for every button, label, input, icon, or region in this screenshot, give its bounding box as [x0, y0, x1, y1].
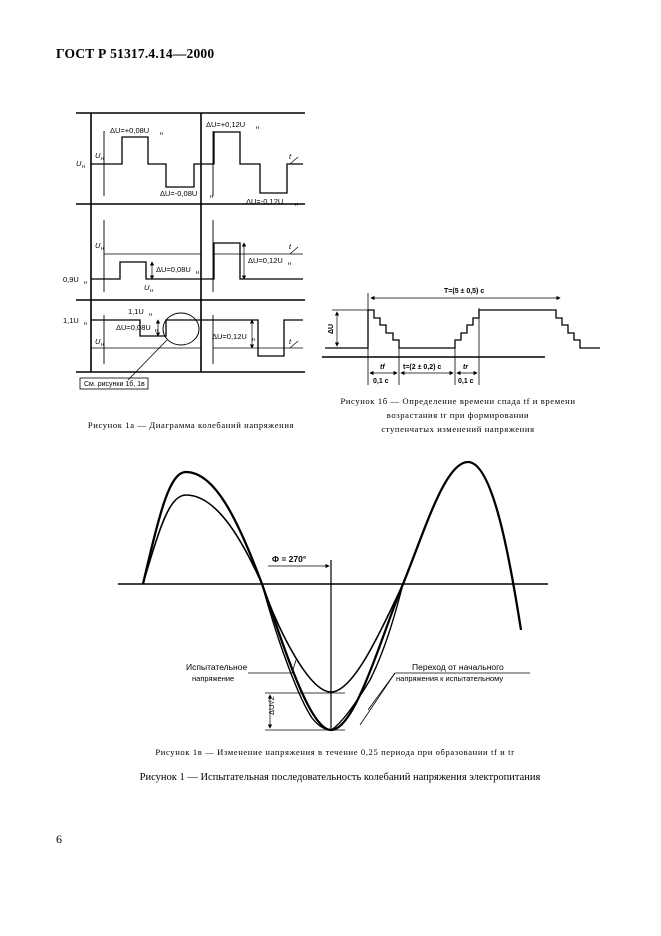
transition-l2: напряжения к испытательному — [396, 674, 503, 683]
un-axis-sub-row2: н — [101, 246, 104, 252]
du-label-1b: ΔU — [328, 324, 335, 334]
test-voltage-l2: напряжение — [192, 674, 234, 683]
du-sqrt2-label: ΔU√2 — [267, 696, 276, 715]
main-caption: Рисунок 1 — Испытательная последовательн… — [139, 772, 541, 783]
figure-1b — [322, 293, 600, 385]
sine-wave-large — [141, 460, 523, 732]
row2-un-sub: н — [150, 288, 153, 294]
level-11-inner-sub: н — [149, 312, 152, 318]
figure-1a-labels: U н U н t ΔU=+0,08U н ΔU=+0,12U н ΔU=-0,… — [63, 120, 298, 388]
figure-1a — [76, 112, 305, 390]
row3-du008-sub: н — [155, 328, 158, 334]
fig1a-caption: Рисунок 1а — Диаграмма колебаний напряже… — [87, 420, 295, 430]
page-number: 6 — [56, 832, 62, 846]
row2-du008-label: ΔU=0,08U — [156, 265, 191, 274]
dur1-label: 0,1 с — [373, 378, 389, 385]
un-axis-row1: U — [95, 151, 101, 160]
du-p008-label: ΔU=+0,08U — [110, 126, 149, 135]
fig1b-caption-line3: ступенчатых изменений напряжения — [381, 424, 535, 434]
du-m012-label: ΔU=-0,12U — [246, 197, 283, 206]
un-sub-row1: н — [82, 164, 85, 170]
level-11-sub: н — [84, 321, 87, 327]
t-label-row1: t — [289, 152, 292, 161]
un-axis-sub-row1: н — [101, 156, 104, 162]
row3-du012-sub: н — [252, 337, 255, 343]
du-m008-sub: н — [210, 194, 213, 200]
un-axis-sub-row3: н — [101, 342, 104, 348]
level-11-label: 1,1U — [63, 316, 79, 325]
sine-wave-small — [142, 494, 404, 693]
phi-label: Φ = 270° — [272, 554, 307, 564]
document-header: ГОСТ Р 51317.4.14—2000 — [56, 46, 215, 61]
row2-un-label: U — [144, 283, 150, 292]
level-09-sub: н — [84, 280, 87, 286]
row2-du012-sub: н — [288, 261, 291, 267]
row2-du008-sub: н — [196, 270, 199, 276]
fig1b-caption-line1: Рисунок 1б — Определение времени спада t… — [340, 396, 576, 406]
t-label-row3: t — [289, 337, 292, 346]
du-p012-label: ΔU=+0,12U — [206, 120, 245, 129]
tf-label: tf — [380, 364, 385, 371]
un-label-row1: U — [76, 159, 82, 168]
du-m008-label: ΔU=-0,08U — [160, 189, 197, 198]
dur2-label: 0,1 с — [458, 378, 474, 385]
transition-l1: Переход от начального — [412, 662, 504, 672]
figure-1b-arrows — [334, 295, 561, 376]
du-p012-sub: н — [256, 125, 259, 131]
level-09-label: 0,9U — [63, 275, 79, 284]
t-label-row2: t — [289, 242, 292, 251]
figure-1c-labels: Φ = 270° Испытательное напряжение Перехо… — [186, 554, 504, 715]
figure-1c-arrows — [267, 563, 330, 729]
t-mid-label: t=(2 ± 0,2) с — [403, 364, 441, 371]
figure-1b-labels: T=(5 ± 0,5) с ΔU tf t=(2 ± 0,2) с tr 0,1… — [328, 288, 484, 385]
du-p008-sub: н — [160, 131, 163, 137]
un-axis-row3: U — [95, 337, 101, 346]
transition-curve — [261, 583, 332, 731]
callout-label: См. рисунки 1б, 1в — [84, 380, 145, 388]
tr-label: tr — [463, 364, 469, 371]
test-voltage-l1: Испытательное — [186, 662, 247, 672]
figure-1a-arrows — [149, 242, 255, 349]
fig1c-caption: Рисунок 1в — Изменение напряжения в тече… — [155, 747, 515, 757]
row2-du012-label: ΔU=0,12U — [248, 256, 283, 265]
fig1b-caption: Рисунок 1б — Определение времени спада t… — [330, 394, 586, 436]
du-m012-sub: н — [295, 202, 298, 208]
un-axis-row2: U — [95, 241, 101, 250]
fig1b-caption-line2: возрастания tr при формировании — [386, 410, 530, 420]
row3-du008-label: ΔU=0,08U — [116, 323, 151, 332]
transition-curve-right — [330, 583, 404, 731]
period-label: T=(5 ± 0,5) с — [444, 288, 484, 295]
row3-du012-label: ΔU=0,12U — [212, 332, 247, 341]
figure-1c — [118, 460, 548, 732]
level-11-inner-label: 1,1U — [128, 307, 144, 316]
